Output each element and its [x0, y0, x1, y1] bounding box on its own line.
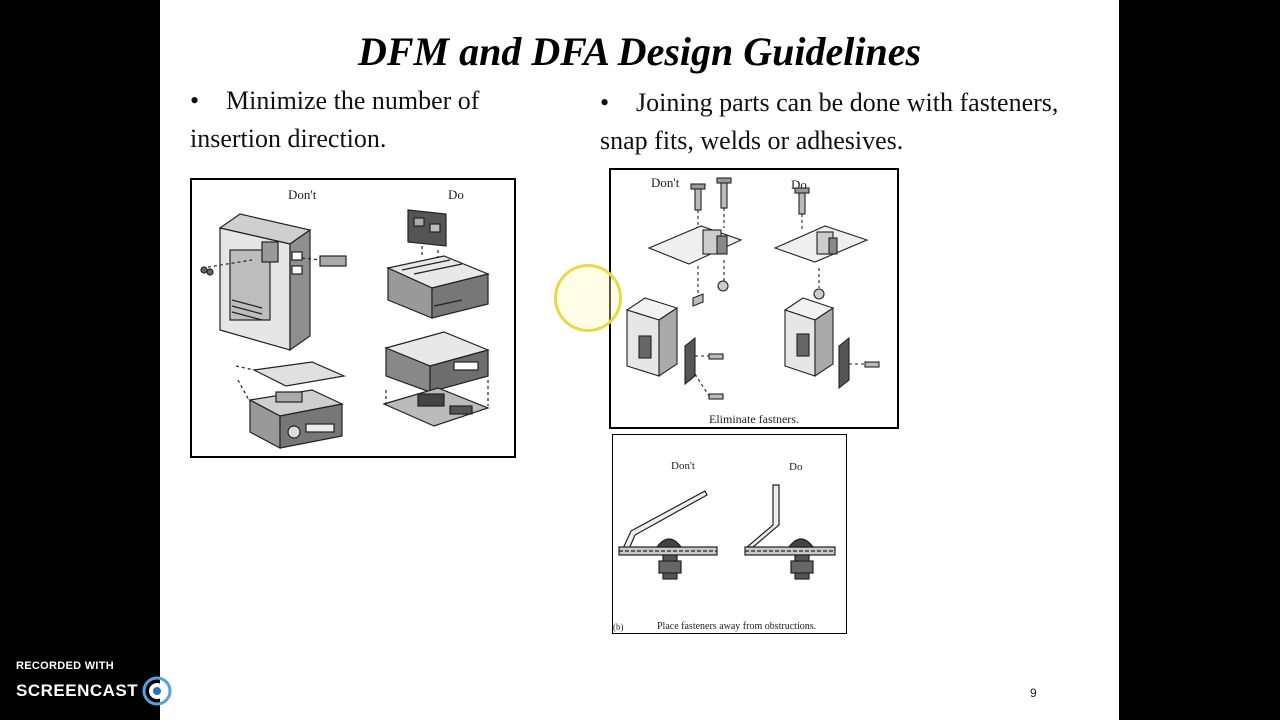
figure-caption: Place fasteners away from obstructions.: [657, 621, 817, 632]
figure-label-dont: Don't: [671, 460, 695, 472]
figure-tag: (b): [613, 622, 624, 632]
bullet-right-line2: snap fits, welds or adhesives.: [600, 126, 904, 155]
slide: DFM and DFA Design Guidelines • Minimize …: [160, 0, 1119, 720]
watermark-brand-left: SCREENCAST: [16, 681, 139, 700]
insertion-illustration: [200, 209, 490, 449]
figure-label-do: Do: [448, 187, 464, 202]
slide-title: DFM and DFA Design Guidelines: [357, 29, 922, 74]
bullet-right: • Joining parts can be done with fastener…: [600, 84, 1120, 160]
fasteners-illustration: [625, 177, 880, 400]
figure-label-do: Do: [789, 461, 803, 473]
watermark-caption: RECORDED WITH: [16, 660, 115, 672]
tower-case-illustration: [200, 213, 347, 352]
bullet-left: • Minimize the number of insertion direct…: [190, 82, 550, 158]
bullet-left-line2: insertion direction.: [190, 124, 387, 153]
bullet-marker: •: [190, 86, 200, 115]
figure-insertion-direction: Don't Do: [190, 178, 516, 458]
bullet-left-line1: Minimize the number of: [226, 86, 480, 115]
figure-fastener-obstruction: Don't Do: [612, 434, 847, 634]
screencast-o-matic-logo-icon: [142, 676, 172, 706]
obstruction-illustration: [618, 484, 836, 580]
page-number: 9: [1030, 686, 1037, 700]
watermark-brand-right: MATIC: [176, 681, 232, 700]
bullet-right-line1: Joining parts can be done with fasteners…: [636, 88, 1059, 117]
base-unit-illustration: [235, 361, 347, 449]
cursor-highlight: [554, 264, 622, 332]
figure-caption: Eliminate fastners.: [709, 412, 799, 426]
bullet-marker: •: [600, 88, 610, 117]
figure-eliminate-fasteners: Don't Do: [609, 168, 899, 429]
watermark-brand: SCREENCAST MATIC: [16, 676, 231, 706]
recorder-watermark: RECORDED WITH SCREENCAST MATIC: [16, 660, 231, 706]
figure-label-dont: Don't: [651, 175, 680, 190]
figure-label-dont: Don't: [288, 187, 317, 202]
stacked-box-illustration: [382, 209, 490, 427]
